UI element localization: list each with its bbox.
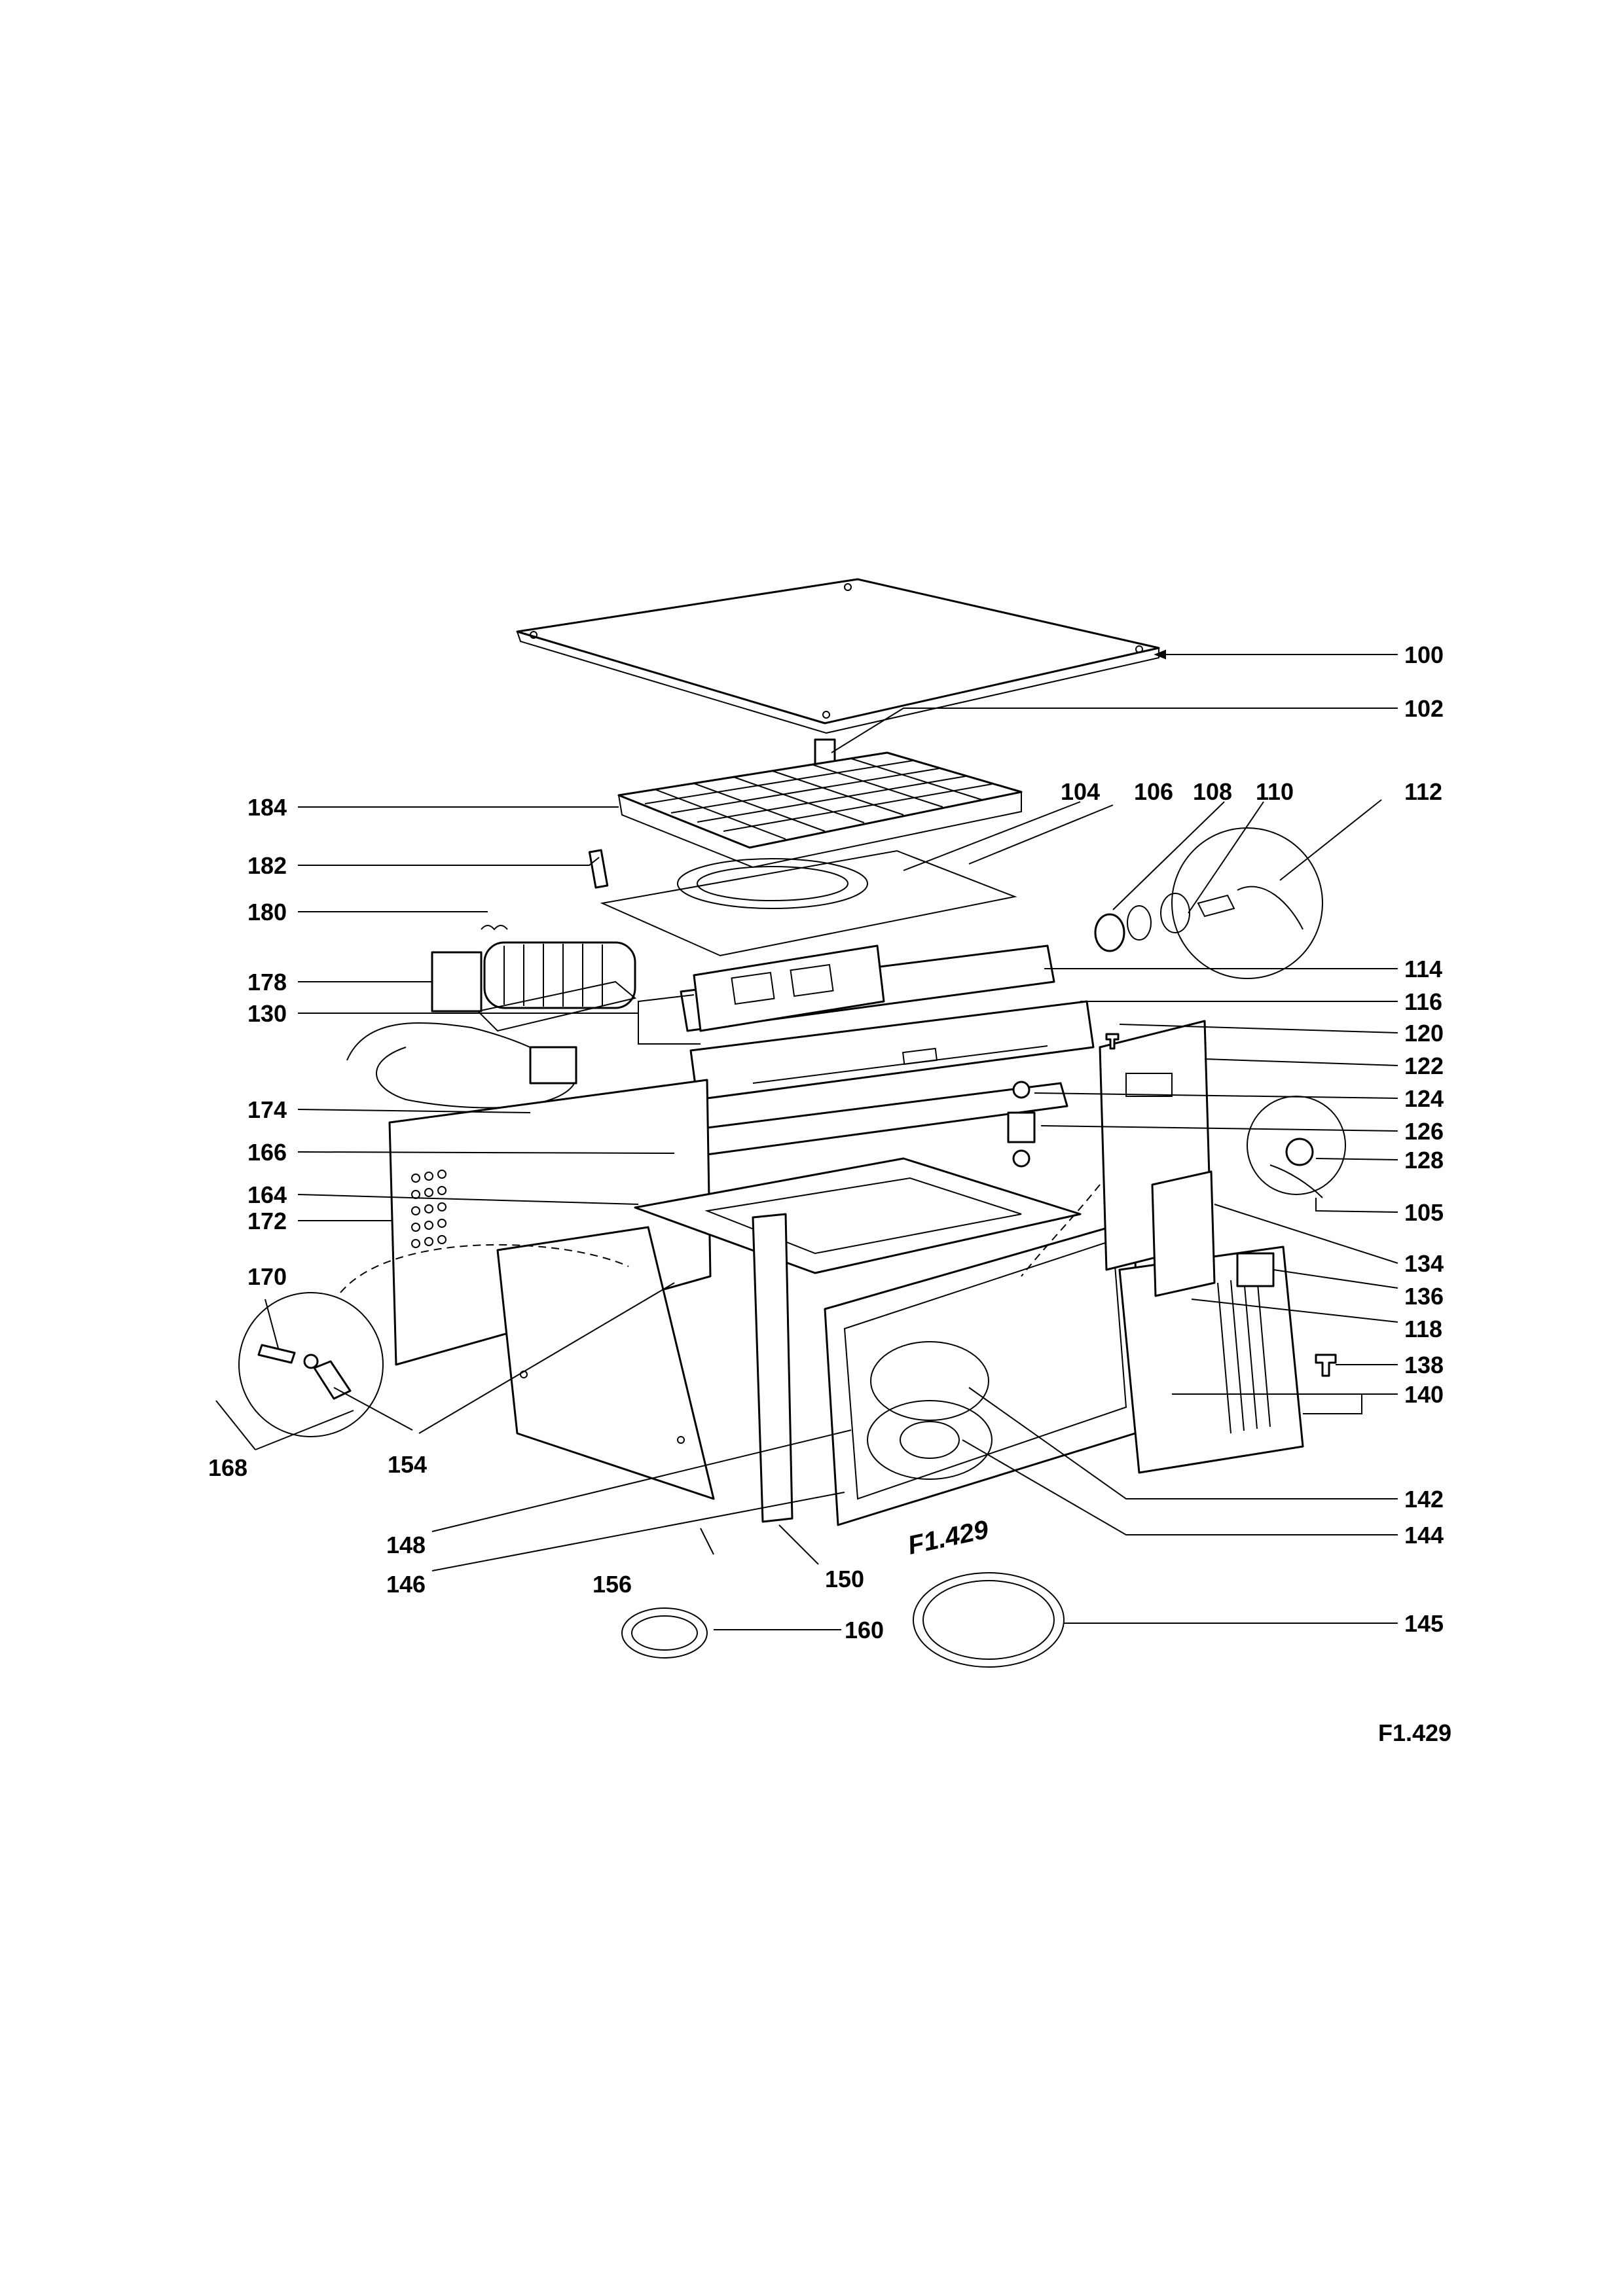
callout-124: 124: [1404, 1085, 1444, 1112]
turntable-plate: [867, 1400, 993, 1480]
spring: [481, 925, 508, 931]
callout-164: 164: [247, 1181, 287, 1208]
callout-114: 114: [1404, 956, 1442, 982]
turntable-roller-ring: [870, 1341, 989, 1421]
heating-element: [677, 858, 868, 909]
clip: [588, 849, 609, 889]
gasket-ring: [621, 1607, 708, 1659]
callout-138: 138: [1404, 1352, 1444, 1378]
callout-148: 148: [386, 1532, 426, 1558]
blower-wheel: [483, 941, 636, 1009]
callout-118: 118: [1404, 1316, 1442, 1342]
oven-door: [1118, 1246, 1304, 1474]
callout-130: 130: [247, 1000, 287, 1027]
callout-110: 110: [1256, 778, 1294, 805]
callout-100: 100: [1404, 641, 1444, 668]
callout-168: 168: [208, 1454, 247, 1481]
callout-106: 106: [1134, 778, 1173, 805]
leader-lines: [215, 649, 1398, 1630]
callout-184: 184: [247, 794, 287, 821]
callout-172: 172: [247, 1208, 287, 1234]
circuit-board: [693, 944, 885, 1032]
callout-120: 120: [1404, 1020, 1444, 1047]
callout-156: 156: [593, 1571, 632, 1598]
callout-174: 174: [247, 1096, 287, 1123]
callout-126: 126: [1404, 1118, 1444, 1145]
switch-plate: [1151, 1170, 1216, 1297]
callout-182: 182: [247, 852, 287, 879]
callout-146: 146: [386, 1571, 426, 1598]
door-switch: [1236, 1252, 1275, 1287]
callout-142: 142: [1404, 1486, 1444, 1513]
knob: [1094, 913, 1125, 952]
screw: [1315, 1354, 1337, 1377]
cord-plug-block: [529, 1046, 577, 1085]
callout-140: 140: [1404, 1381, 1444, 1408]
coupler: [1007, 1111, 1036, 1143]
cover-ring: [913, 1572, 1065, 1668]
detail-circle-left: [238, 1292, 384, 1437]
detail-circle-top: [1171, 827, 1323, 979]
callout-160: 160: [845, 1617, 884, 1643]
callout-labels: 100 102 104 106 108 110 112 114 116 120 …: [208, 641, 1444, 1643]
figure-id-corner: F1.429: [1378, 1719, 1451, 1746]
top-cover-plate: [516, 578, 1160, 725]
fan-motor: [431, 951, 483, 1013]
callout-166: 166: [247, 1139, 287, 1166]
callout-154: 154: [388, 1451, 427, 1478]
callout-116: 116: [1404, 988, 1442, 1015]
callout-134: 134: [1404, 1250, 1444, 1277]
callout-128: 128: [1404, 1147, 1444, 1174]
part-drawings: [238, 578, 1346, 1668]
vertical-rail: [752, 1213, 793, 1523]
callout-145: 145: [1404, 1610, 1444, 1637]
washer: [1012, 1081, 1030, 1099]
callout-102: 102: [1404, 695, 1444, 722]
callout-150: 150: [825, 1566, 864, 1592]
callout-105: 105: [1404, 1199, 1444, 1226]
callout-178: 178: [247, 969, 287, 996]
callout-180: 180: [247, 899, 287, 925]
callout-104: 104: [1061, 778, 1100, 805]
left-mounting-panel: [496, 1226, 715, 1500]
callout-108: 108: [1193, 778, 1232, 805]
callout-144: 144: [1404, 1522, 1444, 1549]
callout-122: 122: [1404, 1052, 1444, 1079]
callout-136: 136: [1404, 1283, 1444, 1310]
callout-112: 112: [1404, 778, 1442, 805]
figure-id-inline: F1.429: [905, 1515, 992, 1560]
callout-170: 170: [247, 1263, 287, 1290]
